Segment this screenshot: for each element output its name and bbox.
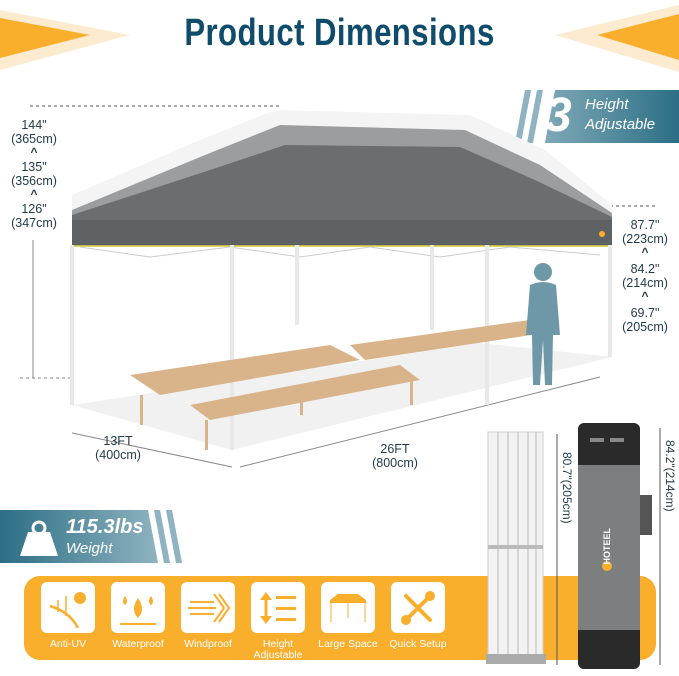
bag-brand: HOTEEL: [602, 528, 612, 565]
badge-line1: Height: [585, 96, 629, 113]
height-adjustable-badge: 3 Height Adjustable: [515, 89, 679, 143]
up-arrow-icon: ^: [641, 245, 649, 259]
folded-frame: [486, 431, 546, 664]
water-drops-icon: [120, 595, 156, 625]
feature-label: Anti-UV: [49, 638, 87, 650]
width-dimension: 13FT(400cm): [95, 434, 141, 462]
weight-label: Weight: [66, 540, 113, 557]
feature-anti-uv: Anti-UV: [40, 582, 96, 650]
weight-badge: 115.3lbs Weight: [0, 510, 185, 563]
tools-icon: [401, 590, 435, 625]
height-count: 3: [545, 89, 572, 142]
folded-frame-and-bag: [486, 423, 661, 669]
weight-icon: [20, 520, 58, 556]
up-arrow-icon: ^: [30, 187, 38, 201]
eave-height-min: 69.7"(205cm): [622, 306, 668, 334]
wind-icon: [188, 592, 230, 623]
feature-quick-setup: Quick Setup: [389, 582, 447, 650]
length-dimension: 26FT(800cm): [372, 442, 418, 470]
height-mid: 135"(356cm): [11, 160, 57, 188]
height-max: 144"(365cm): [11, 118, 57, 146]
up-arrow-icon: ^: [30, 145, 38, 159]
feature-label: Windproof: [184, 638, 232, 650]
feature-label: Waterproof: [112, 638, 164, 650]
height-min: 126"(347cm): [11, 202, 57, 230]
brand-logo-icon: [599, 231, 605, 237]
frame-height-label: 80.7"(205cm): [560, 452, 574, 524]
canopy-illustration: [20, 105, 655, 468]
feature-label: Large Space: [318, 638, 378, 650]
feature-label: Height Adjustable: [253, 638, 303, 661]
feature-label: Quick Setup: [389, 638, 447, 650]
person-silhouette: [526, 263, 560, 385]
weight-value: 115.3lbs: [66, 516, 144, 538]
up-arrow-icon: ^: [641, 289, 649, 303]
eave-height-max: 87.7"(223cm): [622, 218, 668, 246]
canopy-icon: [330, 593, 366, 622]
badge-line2: Adjustable: [585, 116, 656, 133]
page-title: Product Dimensions: [184, 12, 495, 54]
eave-height-mid: 84.2"(214cm): [622, 262, 668, 290]
feature-waterproof: Waterproof: [110, 582, 166, 650]
feature-large-space: Large Space: [318, 582, 378, 650]
feature-windproof: Windproof: [180, 582, 236, 650]
carry-bag: [578, 423, 652, 669]
feature-height-adjustable: Height Adjustable: [250, 582, 306, 661]
bag-height-label: 84.2"(214cm): [663, 440, 677, 512]
decorative-triangles: [0, 5, 679, 72]
sun-uv-icon: [49, 591, 86, 628]
height-adjust-icon: [260, 591, 296, 624]
